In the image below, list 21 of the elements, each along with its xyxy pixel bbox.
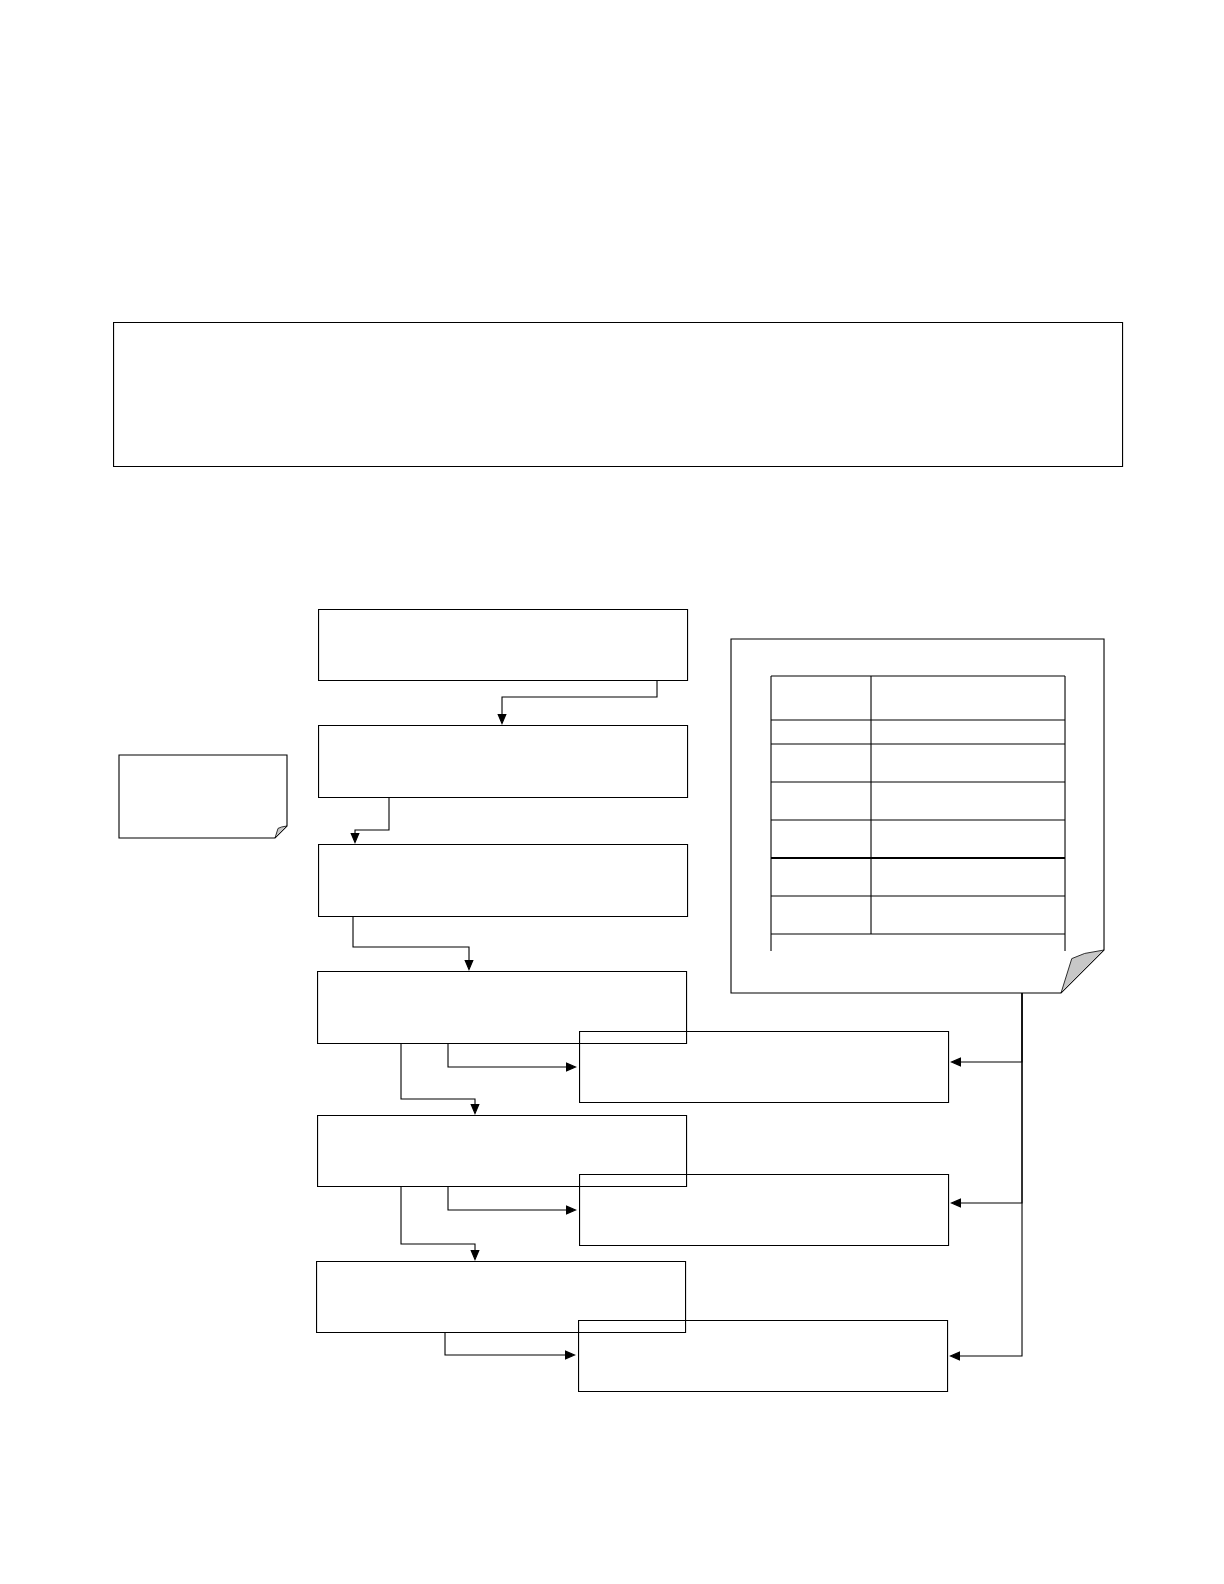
- arrow: [352, 915, 474, 971]
- process-box: [317, 1115, 688, 1188]
- arrow: [497, 679, 658, 725]
- process-box: [318, 844, 689, 918]
- arrow: [400, 1042, 480, 1115]
- process-box: [316, 1261, 687, 1334]
- process-box: [113, 322, 1124, 468]
- note-drawing: [118, 754, 288, 839]
- arrow: [447, 1042, 577, 1072]
- process-box: [579, 1174, 950, 1247]
- process-box: [318, 725, 689, 799]
- arrow: [400, 1185, 480, 1261]
- process-box: [318, 609, 689, 682]
- process-box: [578, 1320, 949, 1393]
- arrow: [447, 1185, 577, 1215]
- arrow: [444, 1331, 576, 1360]
- arrow: [350, 796, 390, 844]
- process-box: [317, 971, 688, 1045]
- arrow: [949, 992, 1023, 1361]
- note-drawing: [730, 638, 1105, 994]
- process-box: [579, 1031, 950, 1104]
